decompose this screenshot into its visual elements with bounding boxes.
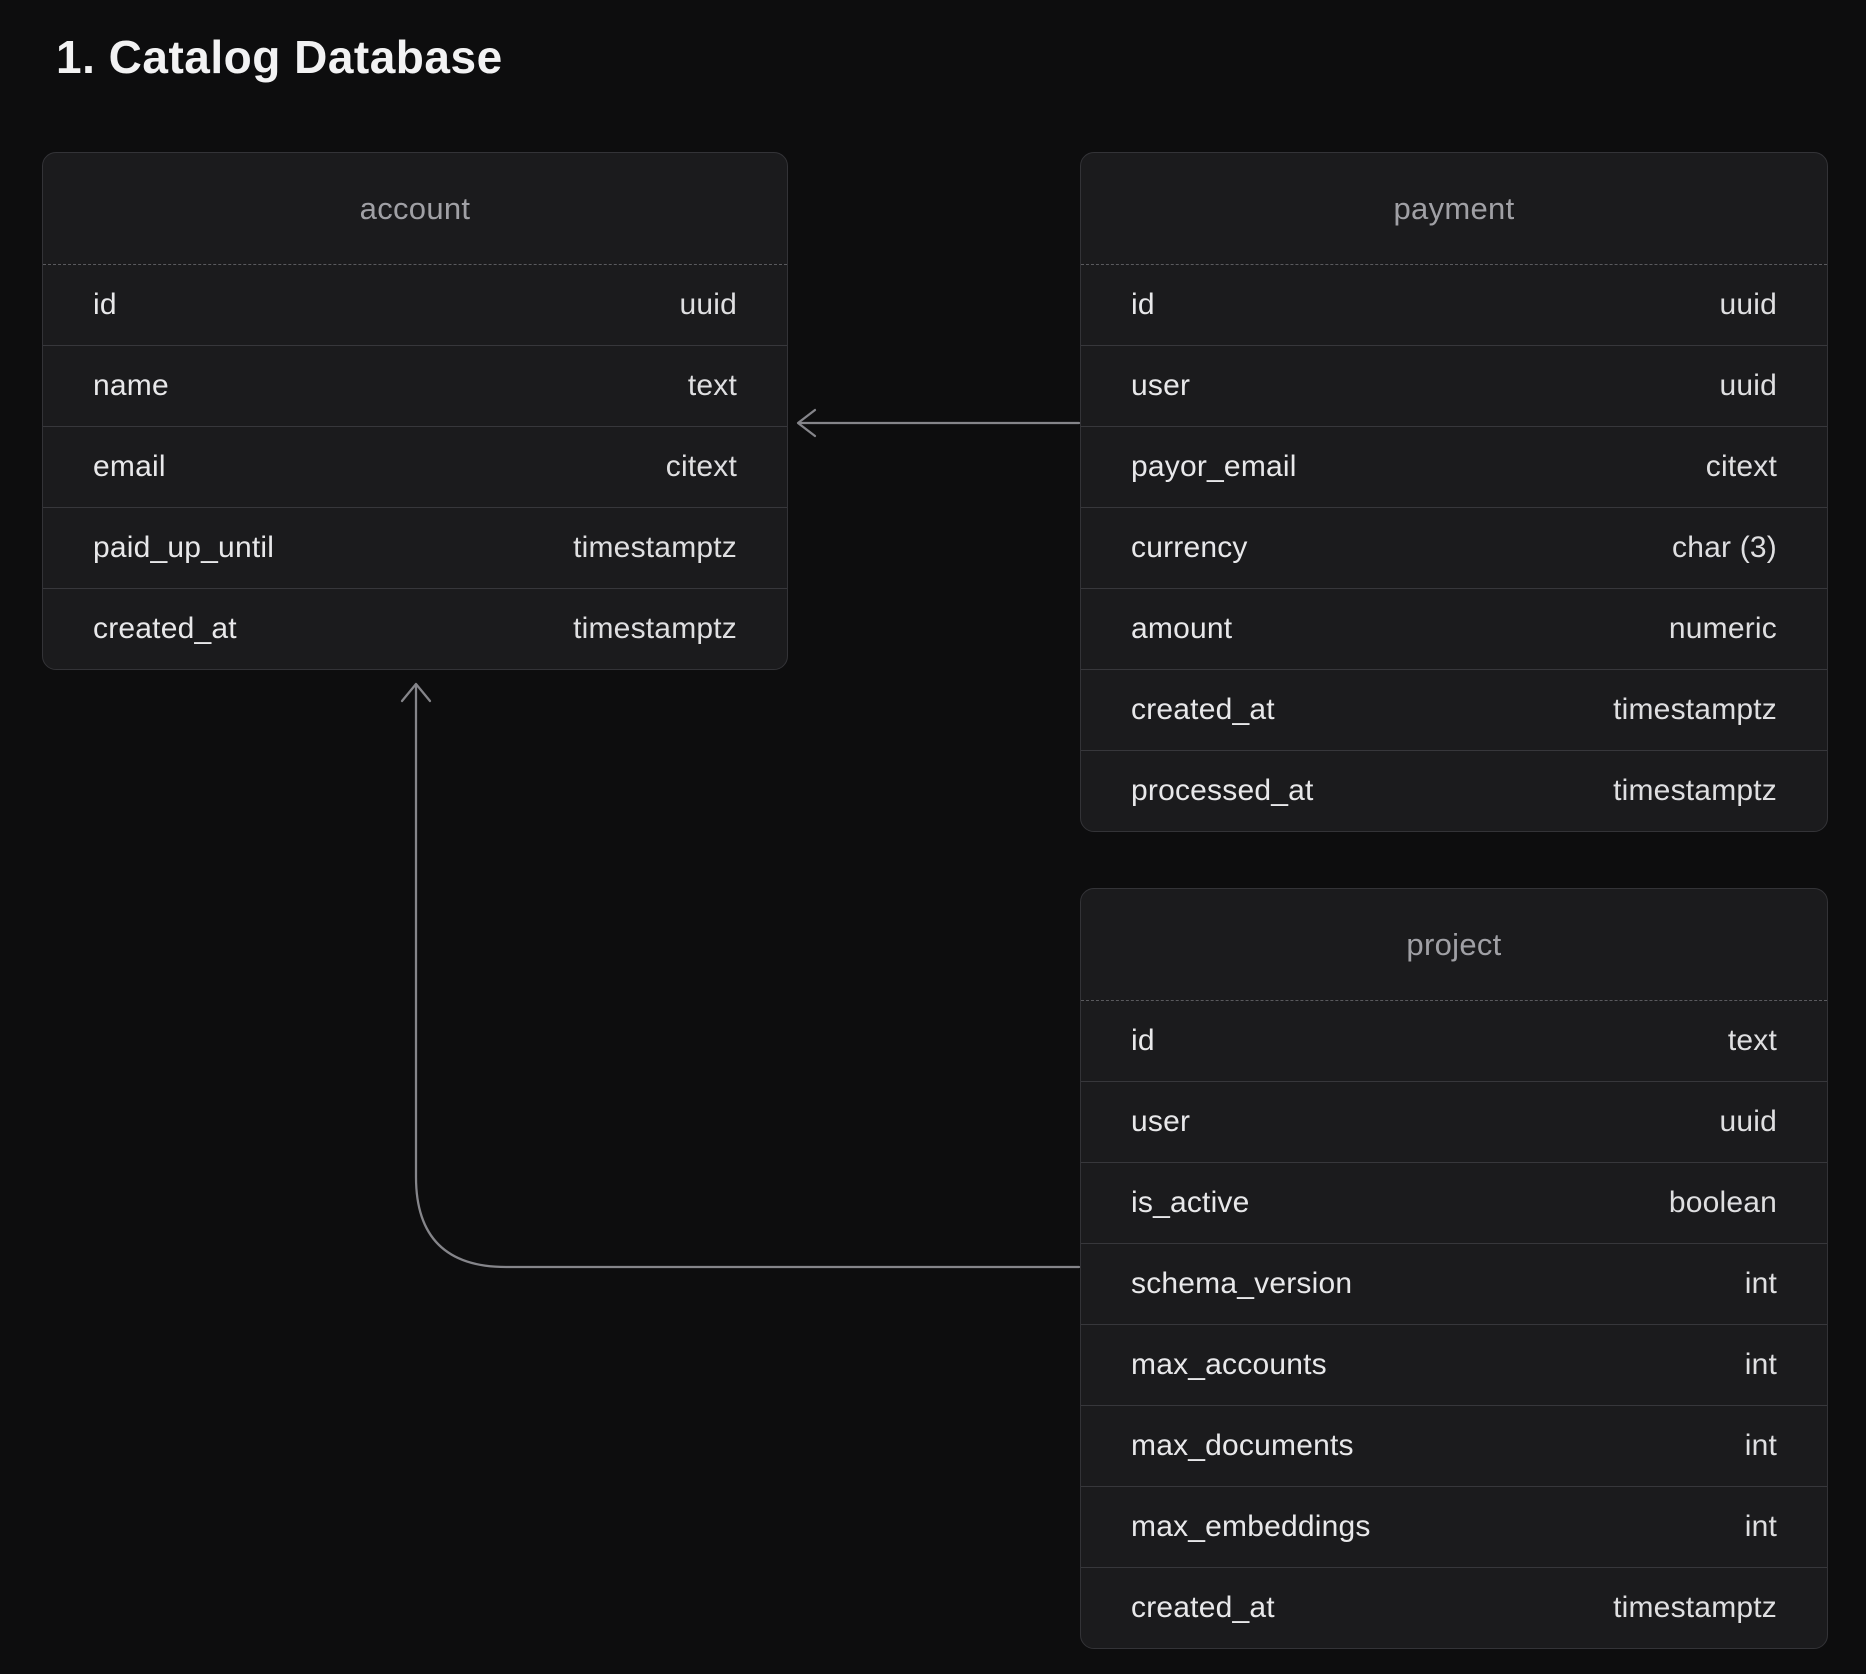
field-name: max_documents [1131, 1429, 1354, 1462]
table-fields: id text user uuid is_active boolean schema_ver… [1081, 1001, 1827, 1648]
field-name: id [1131, 288, 1155, 321]
field-row: payor_email citext [1081, 426, 1827, 507]
field-name: processed_at [1131, 774, 1314, 807]
field-row: created_at timestamptz [43, 588, 787, 669]
field-type: text [1727, 1024, 1777, 1057]
field-row: processed_at timestamptz [1081, 750, 1827, 831]
field-type: uuid [1719, 1105, 1777, 1138]
field-name: is_active [1131, 1186, 1250, 1219]
field-name: created_at [1131, 693, 1275, 726]
field-name: user [1131, 1105, 1191, 1138]
field-name: payor_email [1131, 450, 1297, 483]
field-row: id uuid [43, 265, 787, 345]
field-row: is_active boolean [1081, 1162, 1827, 1243]
table-header: project [1081, 889, 1827, 1001]
field-name: paid_up_until [93, 531, 275, 564]
field-row: id text [1081, 1001, 1827, 1081]
table-name: payment [1393, 190, 1515, 226]
field-row: email citext [43, 426, 787, 507]
table-header: account [43, 153, 787, 265]
table-header: payment [1081, 153, 1827, 265]
field-name: id [1131, 1024, 1155, 1057]
field-type: int [1744, 1429, 1777, 1462]
field-name: amount [1131, 612, 1233, 645]
connector-payment-account [796, 408, 1081, 438]
table-card-account[interactable]: account id uuid name text email citext paid_up… [42, 152, 788, 670]
field-row: user uuid [1081, 1081, 1827, 1162]
page-title: 1. Catalog Database [56, 31, 503, 83]
field-type: timestamptz [1613, 774, 1777, 807]
field-row: schema_version int [1081, 1243, 1827, 1324]
field-name: email [93, 450, 166, 483]
field-type: timestamptz [573, 531, 737, 564]
field-row: max_accounts int [1081, 1324, 1827, 1405]
field-type: citext [1705, 450, 1777, 483]
field-row: created_at timestamptz [1081, 1567, 1827, 1648]
field-type: int [1744, 1267, 1777, 1300]
field-type: numeric [1668, 612, 1777, 645]
field-type: timestamptz [1613, 693, 1777, 726]
field-row: paid_up_until timestamptz [43, 507, 787, 588]
field-name: name [93, 369, 169, 402]
table-card-payment[interactable]: payment id uuid user uuid payor_email citext c… [1080, 152, 1828, 832]
field-row: user uuid [1081, 345, 1827, 426]
field-row: max_embeddings int [1081, 1486, 1827, 1567]
field-name: max_accounts [1131, 1348, 1327, 1381]
field-type: timestamptz [573, 612, 737, 645]
field-row: max_documents int [1081, 1405, 1827, 1486]
table-name: account [359, 190, 471, 226]
field-type: int [1744, 1348, 1777, 1381]
field-row: currency char (3) [1081, 507, 1827, 588]
field-type: int [1744, 1510, 1777, 1543]
field-row: amount numeric [1081, 588, 1827, 669]
field-row: created_at timestamptz [1081, 669, 1827, 750]
field-type: uuid [679, 288, 737, 321]
field-name: max_embeddings [1131, 1510, 1371, 1543]
field-type: boolean [1668, 1186, 1777, 1219]
field-name: id [93, 288, 117, 321]
table-name: project [1406, 926, 1502, 962]
field-type: citext [665, 450, 737, 483]
field-name: user [1131, 369, 1191, 402]
field-name: schema_version [1131, 1267, 1353, 1300]
connector-project-account [400, 682, 1081, 1269]
field-row: name text [43, 345, 787, 426]
field-type: char (3) [1672, 531, 1777, 564]
field-row: id uuid [1081, 265, 1827, 345]
field-type: text [687, 369, 737, 402]
field-name: currency [1131, 531, 1248, 564]
field-name: created_at [1131, 1591, 1275, 1624]
field-type: uuid [1719, 369, 1777, 402]
field-type: uuid [1719, 288, 1777, 321]
table-card-project[interactable]: project id text user uuid is_active boolean sc… [1080, 888, 1828, 1649]
field-type: timestamptz [1613, 1591, 1777, 1624]
field-name: created_at [93, 612, 237, 645]
